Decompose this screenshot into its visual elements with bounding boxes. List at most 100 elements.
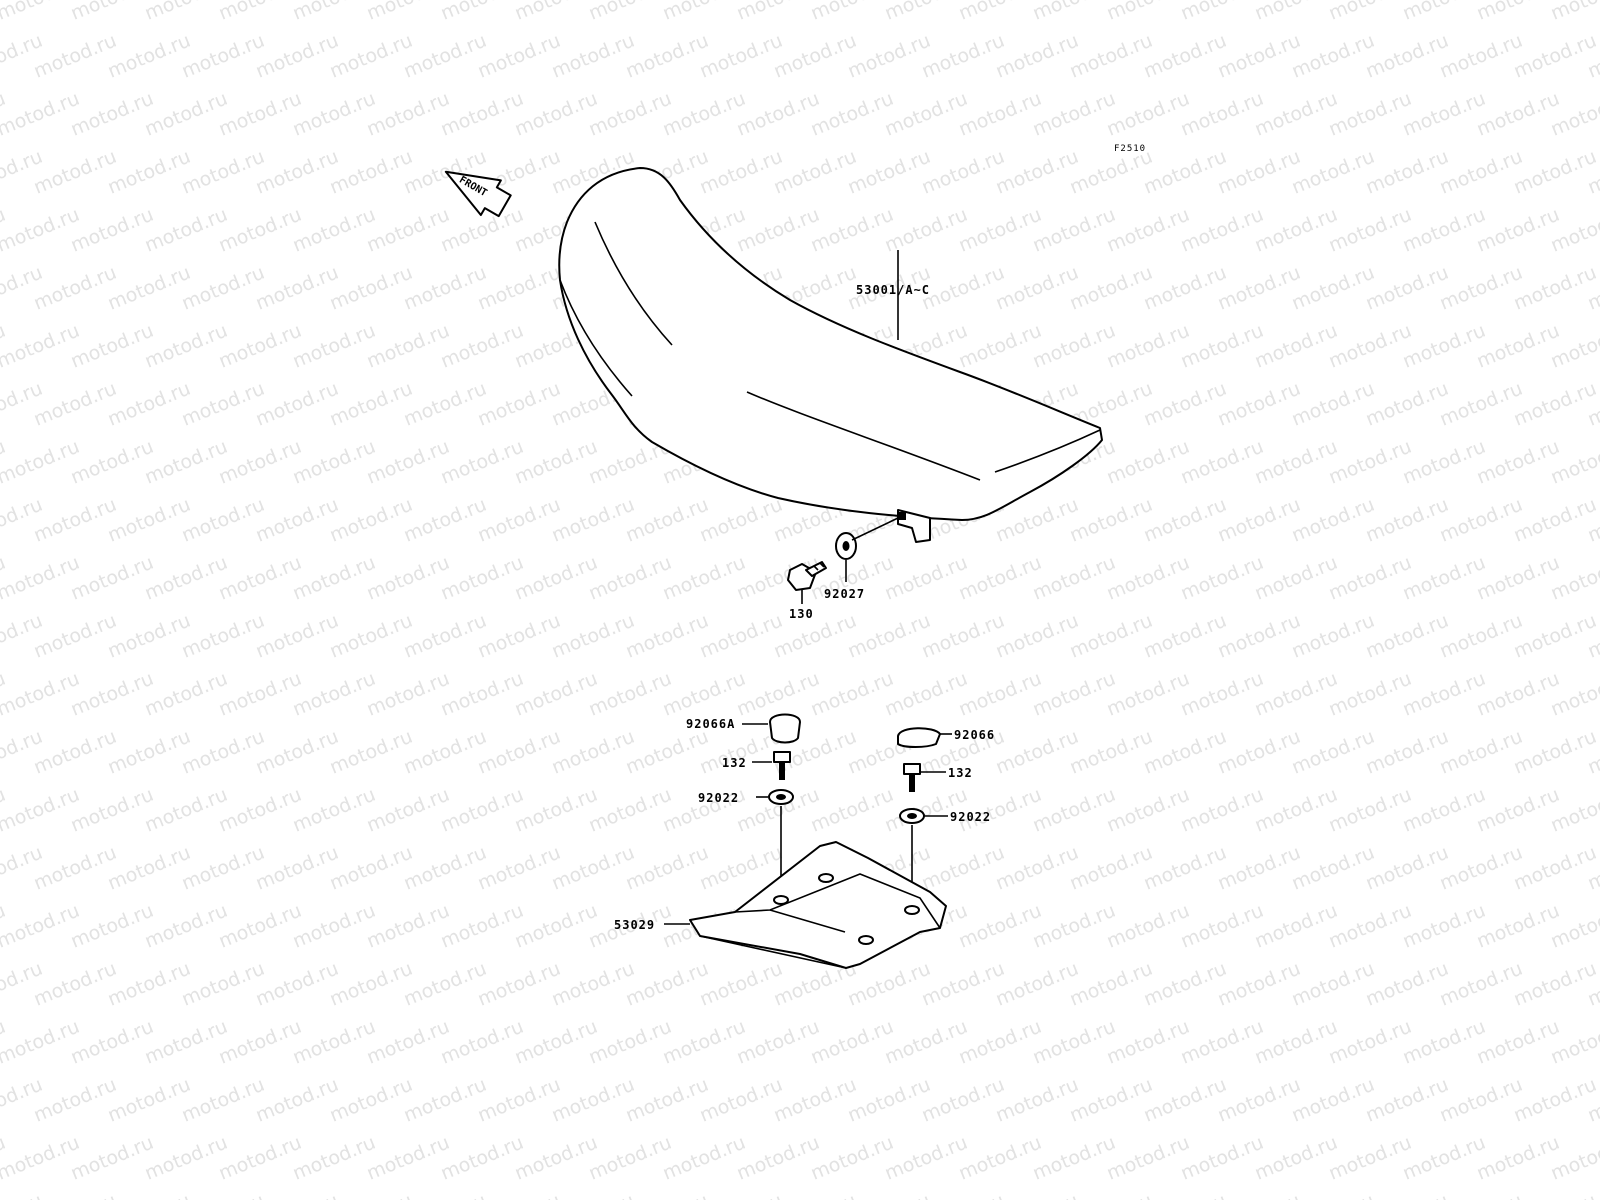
watermark-text: motod.ru xyxy=(401,30,490,83)
watermark-text: motod.ru xyxy=(179,726,268,779)
watermark-text: motod.ru xyxy=(401,610,490,663)
watermark-text: motod.ru xyxy=(290,784,379,837)
watermark-text: motod.ru xyxy=(1030,1132,1119,1185)
watermark-text: motod.ru xyxy=(327,378,416,431)
watermark-text: motod.ru xyxy=(1363,146,1452,199)
watermark-text: motod.ru xyxy=(623,1074,712,1127)
watermark-text: motod.ru xyxy=(179,378,268,431)
watermark-text: motod.ru xyxy=(1067,1074,1156,1127)
watermark-text: motod.ru xyxy=(31,958,120,1011)
watermark-text: motod.ru xyxy=(142,436,231,489)
watermark-text: motod.ru xyxy=(1437,262,1526,315)
watermark-text: motod.ru xyxy=(0,88,83,141)
watermark-text: motod.ru xyxy=(216,436,305,489)
watermark-text: motod.ru xyxy=(327,1190,416,1200)
watermark-text: motod.ru xyxy=(956,552,1045,605)
watermark-text: motod.ru xyxy=(0,552,83,605)
watermark-text: motod.ru xyxy=(68,1016,157,1069)
watermark-text: motod.ru xyxy=(1289,146,1378,199)
watermark-text: motod.ru xyxy=(1363,1074,1452,1127)
watermark-text: motod.ru xyxy=(290,1016,379,1069)
watermark-text: motod.ru xyxy=(290,204,379,257)
watermark-text: motod.ru xyxy=(1252,320,1341,373)
watermark-text: motod.ru xyxy=(1141,30,1230,83)
watermark-text: motod.ru xyxy=(956,900,1045,953)
label-washer-92022-left: 92022 xyxy=(698,791,739,805)
watermark-text: motod.ru xyxy=(882,1016,971,1069)
watermark-text: motod.ru xyxy=(1030,900,1119,953)
watermark-text: motod.ru xyxy=(882,668,971,721)
watermark-text: motod.ru xyxy=(734,1132,823,1185)
watermark-text: motod.ru xyxy=(401,262,490,315)
watermark-text: motod.ru xyxy=(290,552,379,605)
watermark-text: motod.ru xyxy=(845,610,934,663)
watermark-text: motod.ru xyxy=(845,146,934,199)
watermark-text: motod.ru xyxy=(1326,1016,1415,1069)
watermark-text: motod.ru xyxy=(1178,1132,1267,1185)
watermark-text: motod.ru xyxy=(586,1132,675,1185)
watermark-text: motod.ru xyxy=(697,1190,786,1200)
watermark-text: motod.ru xyxy=(808,204,897,257)
watermark-text: motod.ru xyxy=(364,900,453,953)
watermark-text: motod.ru xyxy=(1363,842,1452,895)
watermark-text: motod.ru xyxy=(1178,784,1267,837)
watermark-text: motod.ru xyxy=(1104,320,1193,373)
watermark-text: motod.ru xyxy=(364,1132,453,1185)
watermark-text: motod.ru xyxy=(364,436,453,489)
cap-92066-icon xyxy=(897,727,952,748)
watermark-text: motod.ru xyxy=(1363,494,1452,547)
watermark-text: motod.ru xyxy=(919,610,1008,663)
watermark-text: motod.ru xyxy=(1030,668,1119,721)
watermark-text: motod.ru xyxy=(1400,668,1489,721)
watermark-text: motod.ru xyxy=(0,320,83,373)
watermark-text: motod.ru xyxy=(1511,262,1600,315)
watermark-text: motod.ru xyxy=(290,320,379,373)
watermark-text: motod.ru xyxy=(1400,204,1489,257)
watermark-text: motod.ru xyxy=(327,30,416,83)
watermark-text: motod.ru xyxy=(142,320,231,373)
watermark-text: motod.ru xyxy=(475,958,564,1011)
watermark-text: motod.ru xyxy=(1030,1016,1119,1069)
watermark-text: motod.ru xyxy=(0,784,83,837)
watermark-text: motod.ru xyxy=(1141,378,1230,431)
watermark-text: motod.ru xyxy=(1141,610,1230,663)
watermark-text: motod.ru xyxy=(1326,1132,1415,1185)
watermark-text: motod.ru xyxy=(1474,900,1563,953)
watermark-text: motod.ru xyxy=(1178,320,1267,373)
watermark-text: motod.ru xyxy=(0,1190,46,1200)
watermark-text: motod.ru xyxy=(1141,1074,1230,1127)
watermark-text: motod.ru xyxy=(1030,204,1119,257)
label-washer-92022-right: 92022 xyxy=(950,810,991,824)
label-bolt-132-left: 132 xyxy=(722,756,747,770)
watermark-text: motod.ru xyxy=(438,668,527,721)
watermark-text: motod.ru xyxy=(512,900,601,953)
watermark-text: motod.ru xyxy=(68,204,157,257)
watermark-text: motod.ru xyxy=(216,552,305,605)
watermark-text: motod.ru xyxy=(0,668,83,721)
label-collar-92027: 92027 xyxy=(824,587,865,601)
watermark-text: motod.ru xyxy=(1511,1074,1600,1127)
watermark-text: motod.ru xyxy=(1363,726,1452,779)
watermark-text: motod.ru xyxy=(1326,88,1415,141)
watermark-text: motod.ru xyxy=(623,726,712,779)
watermark-text: motod.ru xyxy=(1178,204,1267,257)
watermark-text: motod.ru xyxy=(327,958,416,1011)
watermark-text: motod.ru xyxy=(586,552,675,605)
watermark-text: motod.ru xyxy=(290,1132,379,1185)
watermark-text: motod.ru xyxy=(31,146,120,199)
watermark-text: motod.ru xyxy=(623,30,712,83)
watermark-text: motod.ru xyxy=(1104,784,1193,837)
watermark-text: motod.ru xyxy=(1067,610,1156,663)
watermark-text: motod.ru xyxy=(1178,900,1267,953)
watermark-text: motod.ru xyxy=(401,1074,490,1127)
watermark-text: motod.ru xyxy=(1289,726,1378,779)
watermark-text: motod.ru xyxy=(993,958,1082,1011)
watermark-text: motod.ru xyxy=(1437,958,1526,1011)
watermark-text: motod.ru xyxy=(68,1132,157,1185)
watermark-text: motod.ru xyxy=(1363,30,1452,83)
watermark-text: motod.ru xyxy=(216,900,305,953)
watermark-text: motod.ru xyxy=(1141,146,1230,199)
watermark-text: motod.ru xyxy=(31,726,120,779)
watermark-text: motod.ru xyxy=(475,610,564,663)
watermark-text: motod.ru xyxy=(1474,88,1563,141)
